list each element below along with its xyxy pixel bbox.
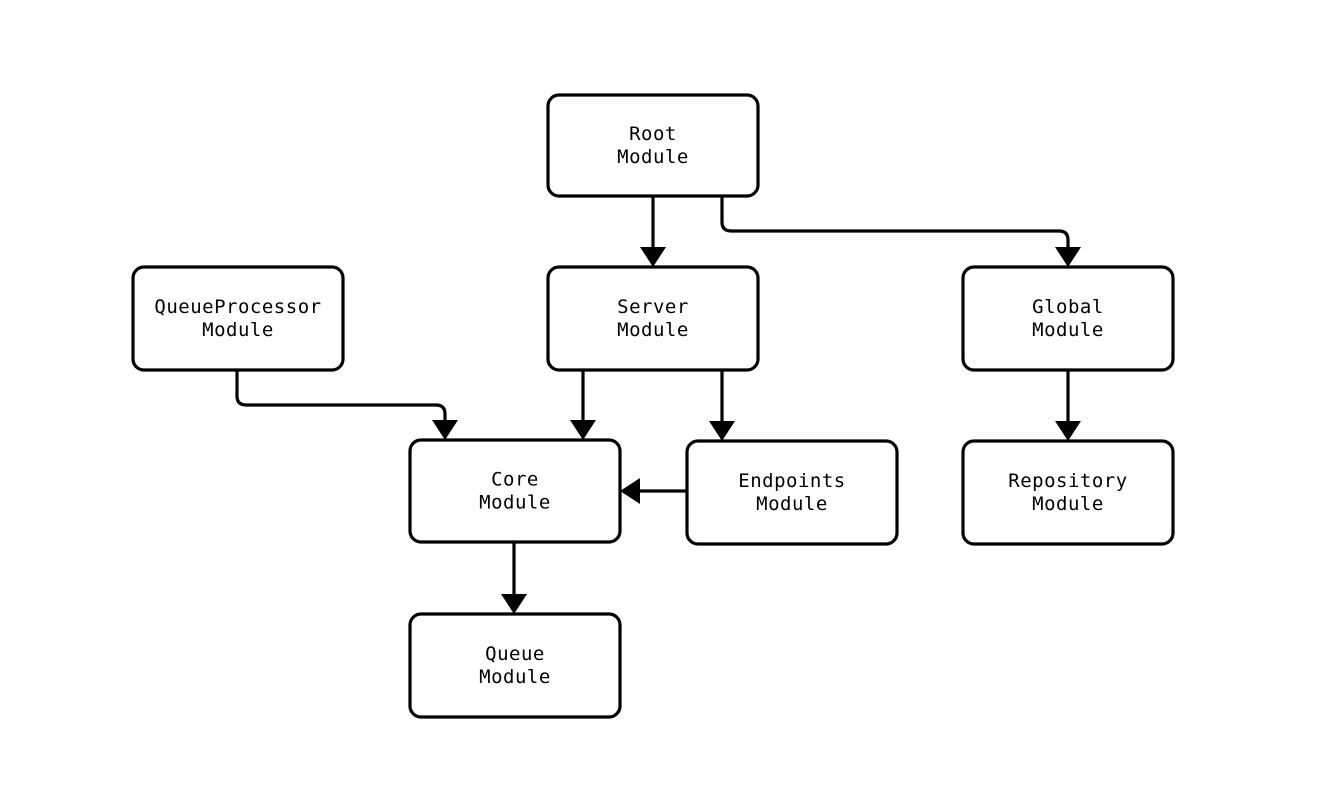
node-queue-label-line2: Module	[479, 666, 551, 688]
node-queueprocessor-box[interactable]	[131, 265, 345, 372]
node-root-label-line1: Root	[629, 123, 677, 145]
node-core-box[interactable]	[408, 438, 622, 544]
edge-queueprocessor-to-core	[235, 370, 447, 425]
node-endpoints-label-line1: Endpoints	[738, 470, 845, 492]
node-server-label-line2: Module	[617, 319, 689, 341]
arrow-server-to-core	[570, 420, 596, 440]
node-core-label-line2: Module	[479, 492, 551, 514]
edge-root-to-global	[720, 196, 1070, 252]
node-global-label-line1: Global	[1032, 296, 1104, 318]
arrow-server-to-endpoints	[709, 421, 735, 441]
edges-layer	[235, 196, 1070, 599]
arrow-core-to-queue	[501, 594, 527, 614]
arrow-global-to-repository	[1055, 421, 1081, 441]
node-global-label-line2: Module	[1032, 319, 1104, 341]
node-global-box[interactable]	[961, 265, 1175, 372]
node-queueprocessor-label-line2: Module	[202, 319, 274, 341]
node-repository-label-line1: Repository	[1008, 470, 1127, 492]
node-queue-box[interactable]	[408, 612, 622, 719]
nodes-layer: RootModuleQueueProcessorModuleServerModu…	[131, 93, 1175, 719]
node-repository-label-line2: Module	[1032, 493, 1104, 515]
arrow-queueprocessor-to-core	[432, 420, 458, 440]
node-core-label-line1: Core	[491, 469, 539, 491]
node-server-label-line1: Server	[617, 296, 689, 318]
node-queueprocessor-label-line1: QueueProcessor	[154, 296, 321, 318]
node-root-label-line2: Module	[617, 146, 689, 168]
node-repository-box[interactable]	[961, 439, 1175, 546]
arrow-endpoints-to-core	[620, 478, 640, 504]
node-endpoints-label-line2: Module	[756, 493, 828, 515]
arrow-root-to-global	[1055, 247, 1081, 267]
node-endpoints-box[interactable]	[685, 439, 899, 546]
arrowheads-layer	[432, 247, 1081, 614]
node-root-box[interactable]	[546, 93, 760, 198]
node-server-box[interactable]	[546, 265, 760, 372]
node-queue-label-line1: Queue	[485, 643, 545, 665]
arrow-root-to-server	[640, 247, 666, 267]
